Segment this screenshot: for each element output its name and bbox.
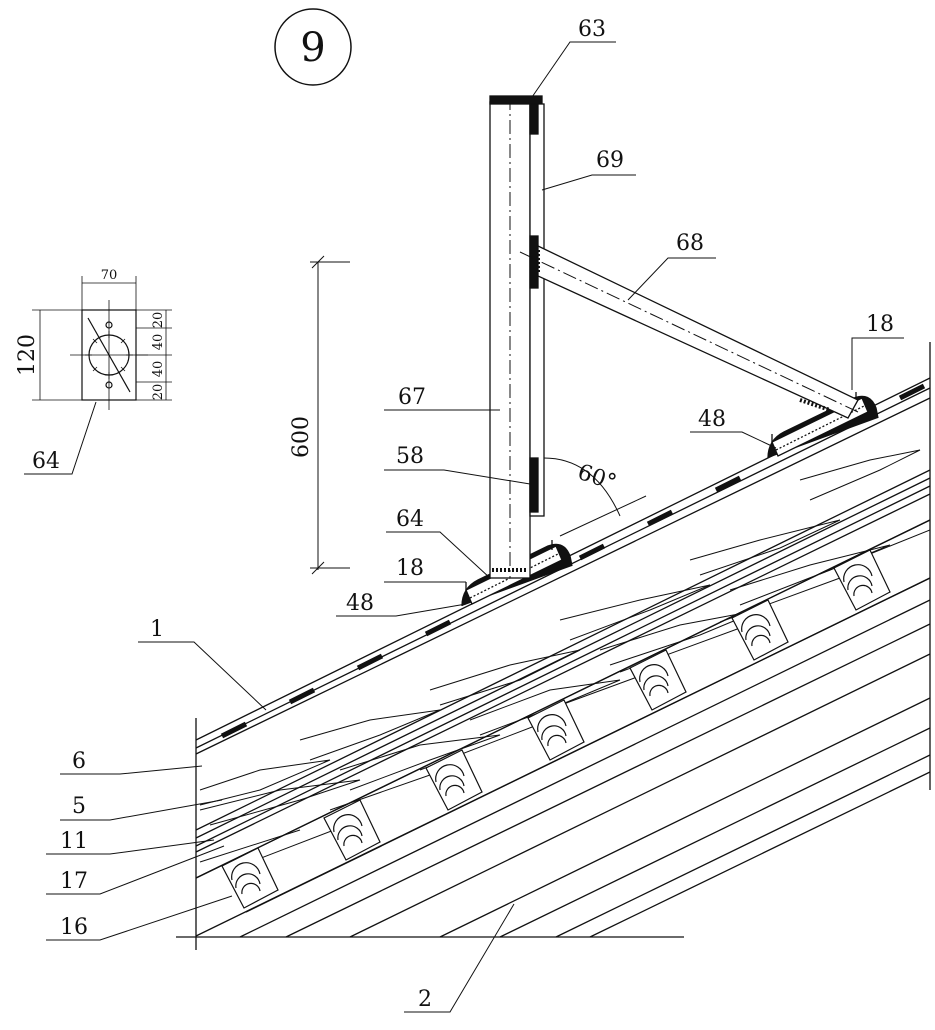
leader-64-mid (386, 531, 491, 579)
leader-1 (138, 641, 267, 711)
label-11: 11 (60, 829, 88, 854)
insulation-bottom-line (195, 469, 931, 831)
leader-11 (46, 839, 215, 855)
label-18-right: 18 (866, 312, 894, 337)
label-64-detail: 64 (32, 449, 60, 474)
label-6: 6 (72, 749, 86, 774)
label-16: 16 (60, 915, 88, 940)
roof-layer-2 (195, 397, 931, 755)
membrane-line-3 (195, 493, 931, 853)
dim-40-lower: 40 (151, 361, 166, 378)
leader-16 (46, 895, 233, 941)
deck-lines (196, 577, 930, 938)
label-1: 1 (150, 617, 164, 642)
membrane-line-2 (195, 485, 931, 847)
dim-120: 120 (15, 334, 40, 376)
leader-17 (46, 845, 225, 895)
purlin-2 (323, 799, 381, 861)
dim-70: 70 (101, 268, 118, 283)
label-18-left: 18 (396, 556, 424, 581)
leader-63 (529, 41, 616, 101)
leader-48-right (690, 431, 777, 449)
angle-text: 60° (575, 460, 620, 496)
dimension-600 (310, 255, 350, 575)
roof-section (176, 342, 931, 950)
label-48-right: 48 (698, 407, 726, 432)
label-63: 63 (578, 17, 606, 42)
leader-18-right (851, 337, 904, 390)
leader-69 (541, 174, 636, 191)
purlin-3 (425, 749, 483, 811)
leader-68 (627, 257, 716, 301)
insulation-grain (199, 449, 930, 871)
dim-20-bottom: 20 (151, 384, 166, 401)
leader-2 (404, 903, 515, 1013)
roof-seams (220, 383, 926, 739)
angle-arc (543, 457, 647, 537)
leader-64-detail (24, 401, 97, 475)
dim-20-top: 20 (151, 312, 166, 329)
purlin-6 (731, 599, 789, 661)
detail-circle: 9 (274, 8, 352, 86)
leader-6 (60, 765, 203, 775)
purlin-band-top (195, 519, 931, 879)
label-5: 5 (72, 794, 86, 819)
purlin-7 (833, 549, 891, 611)
leader-5 (60, 799, 223, 821)
label-68: 68 (676, 231, 704, 256)
dim-600-text: 600 (289, 416, 314, 458)
purlin-1 (221, 847, 279, 909)
dim-40-upper: 40 (151, 334, 166, 351)
purlin-4 (527, 699, 585, 761)
diagonal-brace (519, 244, 859, 419)
purlins (221, 549, 891, 909)
leader-58 (384, 469, 531, 485)
vertical-post (489, 95, 545, 579)
label-17: 17 (60, 869, 88, 894)
label-48-left: 48 (346, 591, 374, 616)
label-67: 67 (398, 385, 426, 410)
label-2: 2 (418, 987, 432, 1012)
purlin-5 (629, 649, 687, 711)
leader-48-left (336, 603, 467, 617)
detail-number: 9 (300, 25, 325, 71)
label-69: 69 (596, 148, 624, 173)
label-64-mid: 64 (396, 507, 424, 532)
leader-lines (24, 41, 904, 1013)
plate-detail (32, 276, 172, 410)
label-58: 58 (396, 444, 424, 469)
labels: 63 69 68 18 48 67 58 64 18 48 1 6 5 11 1… (32, 17, 894, 1012)
